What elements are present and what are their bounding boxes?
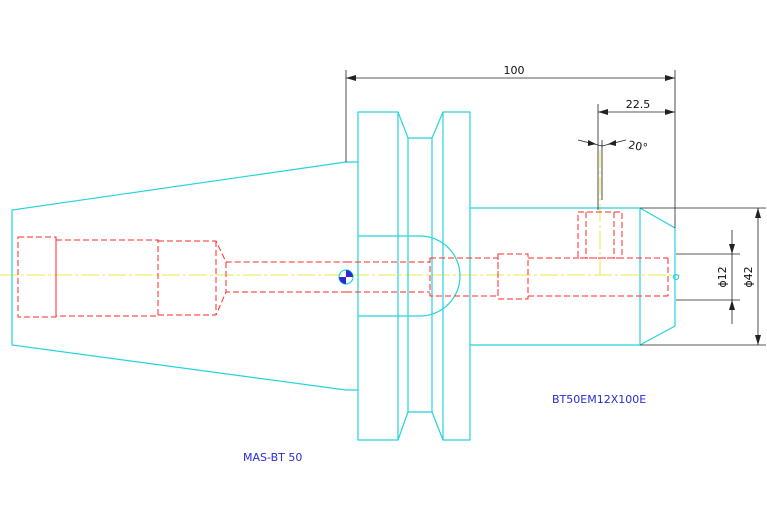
dimension-overall-length: 100	[345, 64, 676, 228]
shank-diameter-label: ϕ42	[742, 266, 755, 287]
dimension-bore-diameter: ϕ12	[676, 230, 740, 324]
tool-holder-outline	[11, 111, 680, 441]
spindle-taper-label: MAS-BT 50	[243, 451, 302, 464]
taper-length-label: 22.5	[626, 98, 651, 111]
bore-diameter-label: ϕ12	[716, 266, 729, 287]
taper-angle-label: 20°	[627, 138, 648, 154]
dimension-shank-diameter: ϕ42	[640, 207, 766, 346]
dimension-taper-angle: 20°	[577, 138, 649, 200]
overall-length-label: 100	[504, 64, 525, 77]
dimension-taper-length: 22.5	[597, 98, 675, 210]
part-code-label: BT50EM12X100E	[552, 393, 646, 406]
hidden-features	[17, 211, 669, 318]
